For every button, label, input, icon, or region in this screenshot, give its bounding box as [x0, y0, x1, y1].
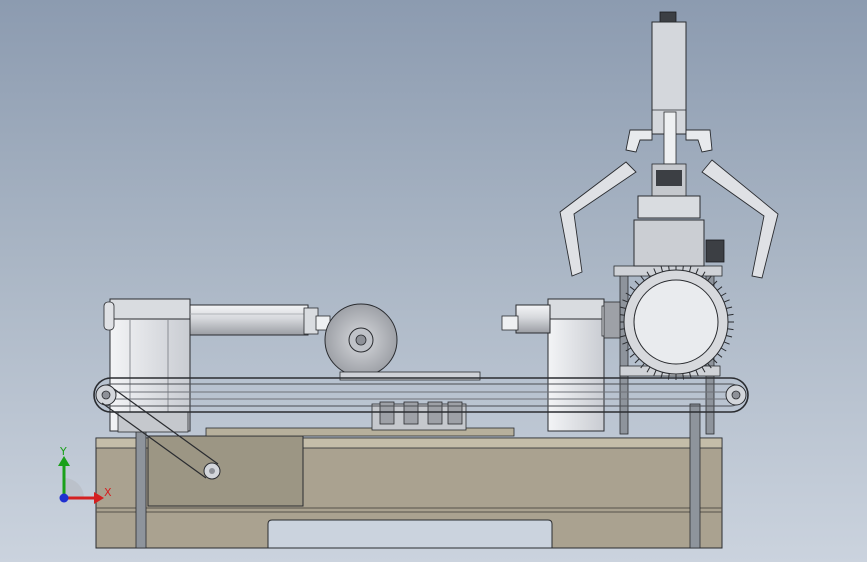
- brush-drum-station: [603, 264, 734, 380]
- left-cylinder: [189, 304, 331, 336]
- brush-bristle: [619, 306, 626, 310]
- brush-bristle: [688, 372, 692, 379]
- brush-bristle: [619, 334, 626, 338]
- base-side-panel: [147, 435, 304, 507]
- brush-bristle: [653, 369, 657, 376]
- brush-bristle: [727, 328, 734, 331]
- brush-bristle: [634, 358, 640, 364]
- brush-bristle: [646, 271, 651, 278]
- brush-bristle: [667, 373, 670, 380]
- brush-bristle: [707, 362, 712, 369]
- brush-bristle: [634, 280, 640, 286]
- brush-bristle: [716, 286, 723, 291]
- brush-bristle: [707, 275, 712, 282]
- brush-bristle: [688, 265, 692, 272]
- brush-bristle: [660, 372, 664, 379]
- brush-bristle: [716, 353, 723, 358]
- brush-bristle: [622, 341, 629, 345]
- brush-bristle: [712, 280, 718, 286]
- brush-bristle: [701, 271, 706, 278]
- brush-bristle: [726, 334, 733, 338]
- brush-bristle: [629, 353, 636, 358]
- brush-bristle: [629, 286, 636, 291]
- brush-bristle: [727, 313, 734, 316]
- brush-bristle: [660, 265, 664, 272]
- brush-bristle: [625, 347, 632, 352]
- coordinate-triad-icon: Y X: [58, 445, 112, 504]
- brush-bristle: [712, 358, 718, 364]
- brush-bristle: [695, 268, 699, 275]
- brush-bristle: [723, 341, 730, 345]
- brush-bristle: [640, 362, 645, 369]
- brush-bristle: [723, 299, 730, 303]
- brush-bristle: [720, 292, 727, 297]
- center-table: [339, 371, 481, 431]
- brush-bristle: [653, 268, 657, 275]
- machine-base: [95, 427, 723, 549]
- triad-x-label: X: [104, 486, 112, 499]
- grinding-disc: [324, 303, 398, 377]
- brush-bristle: [625, 292, 632, 297]
- brush-bristle: [695, 369, 699, 376]
- brush-bristle: [701, 366, 706, 373]
- gripper-robot: [559, 11, 779, 279]
- brush-bristle: [640, 275, 645, 282]
- brush-bristle: [720, 347, 727, 352]
- triad-y-label: Y: [59, 445, 67, 458]
- brush-bristle: [726, 306, 733, 310]
- conveyor-belt: [93, 377, 749, 480]
- brush-bristle: [622, 299, 629, 303]
- brush-bristle: [682, 373, 685, 380]
- brush-bristle: [646, 366, 651, 373]
